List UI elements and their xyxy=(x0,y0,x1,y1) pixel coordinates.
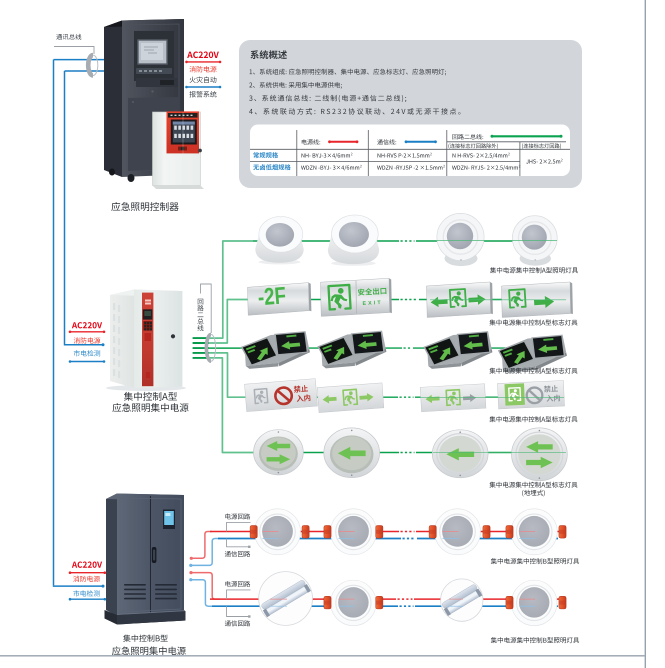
svg-text:EXIT: EXIT xyxy=(362,300,383,307)
svg-text:-2F: -2F xyxy=(257,282,287,311)
